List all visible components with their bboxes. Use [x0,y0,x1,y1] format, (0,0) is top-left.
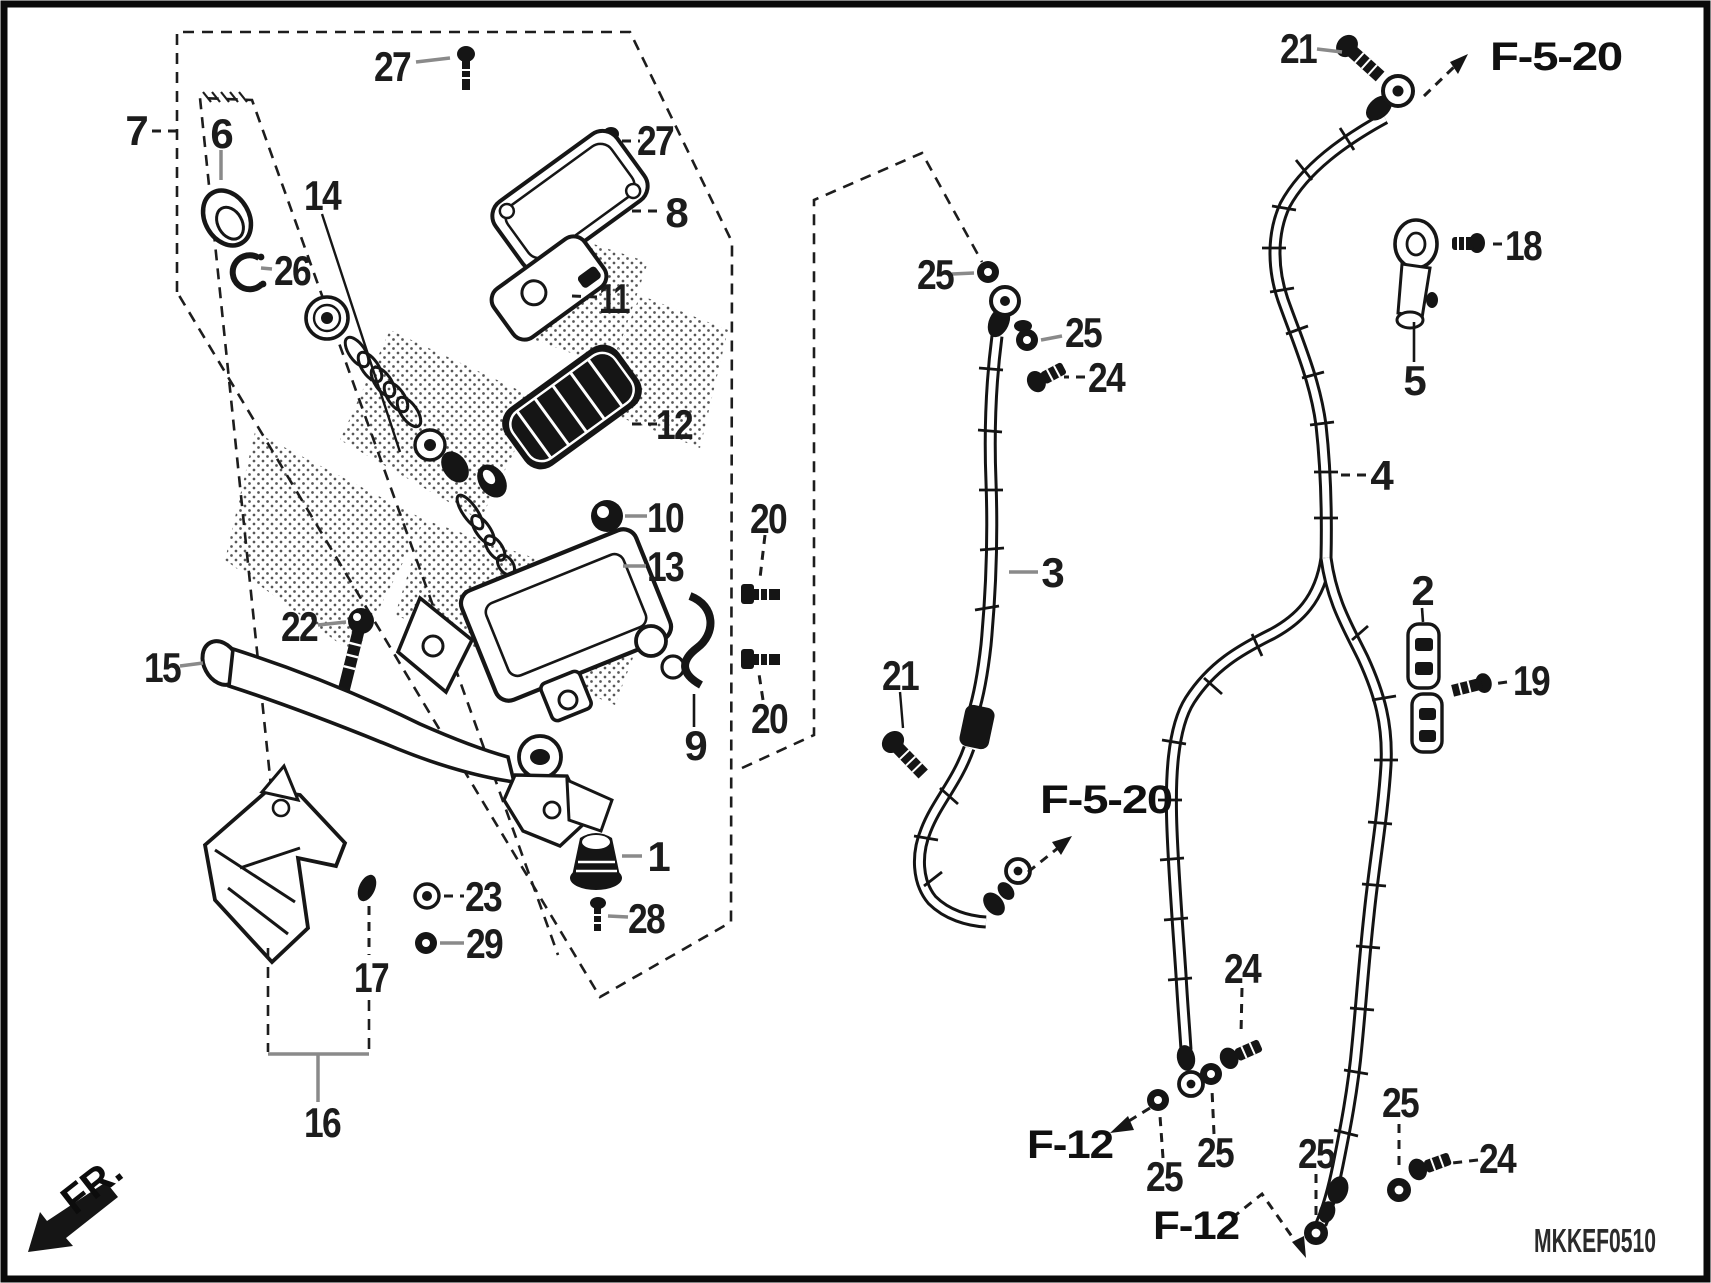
screw-28 [590,897,606,931]
sealing-washer-25-c [1147,1089,1169,1111]
callout-28: 28 [628,895,665,942]
callout-21-mid: 21 [882,652,919,699]
assembly-boundary-inner [198,91,560,956]
callout-26: 26 [274,247,311,294]
bolt-20-lower [741,649,780,669]
callout-4: 4 [1370,452,1394,499]
frame-ref-f520-mid: F-5-20 [1040,778,1172,822]
fr-direction-arrow [28,1182,118,1252]
piston-14 [441,451,507,498]
bolt-18 [1452,233,1485,253]
callout-24-b: 24 [1224,945,1262,992]
callout-27-top: 27 [374,43,411,90]
flange-bolt-21-mid [881,730,928,779]
callout-25-f: 25 [1298,1130,1335,1177]
bolt-20-upper [741,584,780,604]
oil-bolt-24-a [1026,362,1067,393]
clamp-half-9 [681,592,715,689]
callout-7: 7 [125,107,147,154]
callout-18: 18 [1505,222,1542,269]
callout-25-c: 25 [1146,1153,1183,1200]
master-cylinder-body [395,527,686,723]
master-cylinder-spring [343,335,423,429]
sealing-washer-25-d [1200,1063,1222,1085]
nut-29 [415,932,437,954]
reference-arrows [1027,54,1468,1258]
bolt-19 [1451,673,1492,697]
callout-21-top: 21 [1280,25,1317,72]
reservoir-cap-8 [490,128,650,274]
frame-ref-f520-top: F-5-20 [1490,35,1622,79]
callout-24-a: 24 [1088,354,1126,401]
oil-bolt-24-b [1219,1039,1263,1069]
callout-3: 3 [1041,549,1063,596]
callout-19: 19 [1513,657,1550,704]
piston-cup-10 [591,500,623,532]
callout-13: 13 [647,543,684,590]
callout-15: 15 [144,644,181,691]
lever-bracket-16 [202,763,348,965]
callout-1: 1 [647,833,670,880]
callout-11: 11 [599,275,630,322]
callout-16: 16 [304,1099,341,1146]
snap-ring-26 [229,252,267,293]
callout-25-a: 25 [917,251,954,298]
callout-25-b: 25 [1065,309,1102,356]
brake-hose-4 [1158,74,1415,1227]
callout-20-upper: 20 [750,495,787,542]
nut-23 [413,882,441,910]
callout-17: 17 [354,954,389,1001]
diaphragm-plate-11 [489,234,609,342]
sealing-washer-25-a [977,261,999,283]
leader-lines [152,47,1508,1215]
frame-ref-f12-bottom: F-12 [1153,1204,1239,1248]
callout-29: 29 [466,920,503,967]
diaphragm-12 [502,344,642,470]
callout-22: 22 [281,603,318,650]
hose-connection-bracket [741,151,984,770]
assembly-boundary-outer [175,30,734,999]
callout-12: 12 [656,401,693,448]
washer-small [413,428,447,462]
callout-2: 2 [1411,567,1433,614]
sealing-washer-25-f [1304,1221,1328,1245]
piston-washer [304,295,350,341]
washer-17 [357,874,377,902]
hose-clamp-2 [1406,622,1444,754]
callout-25-d: 25 [1197,1129,1234,1176]
primary-cup-6 [200,188,254,248]
oil-bolt-24-c [1408,1153,1452,1181]
callout-9: 9 [684,722,706,769]
hose-clamp-5 [1393,218,1439,330]
callout-24-c: 24 [1479,1135,1517,1182]
flange-bolt-21-top [1336,34,1385,82]
callout-20-lower: 20 [751,695,788,742]
diagram-code: MKKEF0510 [1534,1222,1656,1259]
callout-5: 5 [1403,357,1426,404]
callout-27-second: 27 [637,117,674,164]
callout-23: 23 [465,873,502,920]
callout-25-e: 25 [1382,1079,1419,1126]
callout-8: 8 [665,189,688,236]
boot-1 [570,833,622,890]
sealing-washer-25-e [1387,1178,1411,1202]
brake-lever-15 [200,639,614,848]
sealing-washer-25-b [1016,329,1038,351]
screw-27-top [457,46,475,90]
frame-ref-f12-left: F-12 [1027,1123,1113,1167]
brake-hose-3 [912,285,1032,929]
callout-6: 6 [210,110,232,157]
callout-14: 14 [304,172,342,219]
callout-10: 10 [647,494,684,541]
